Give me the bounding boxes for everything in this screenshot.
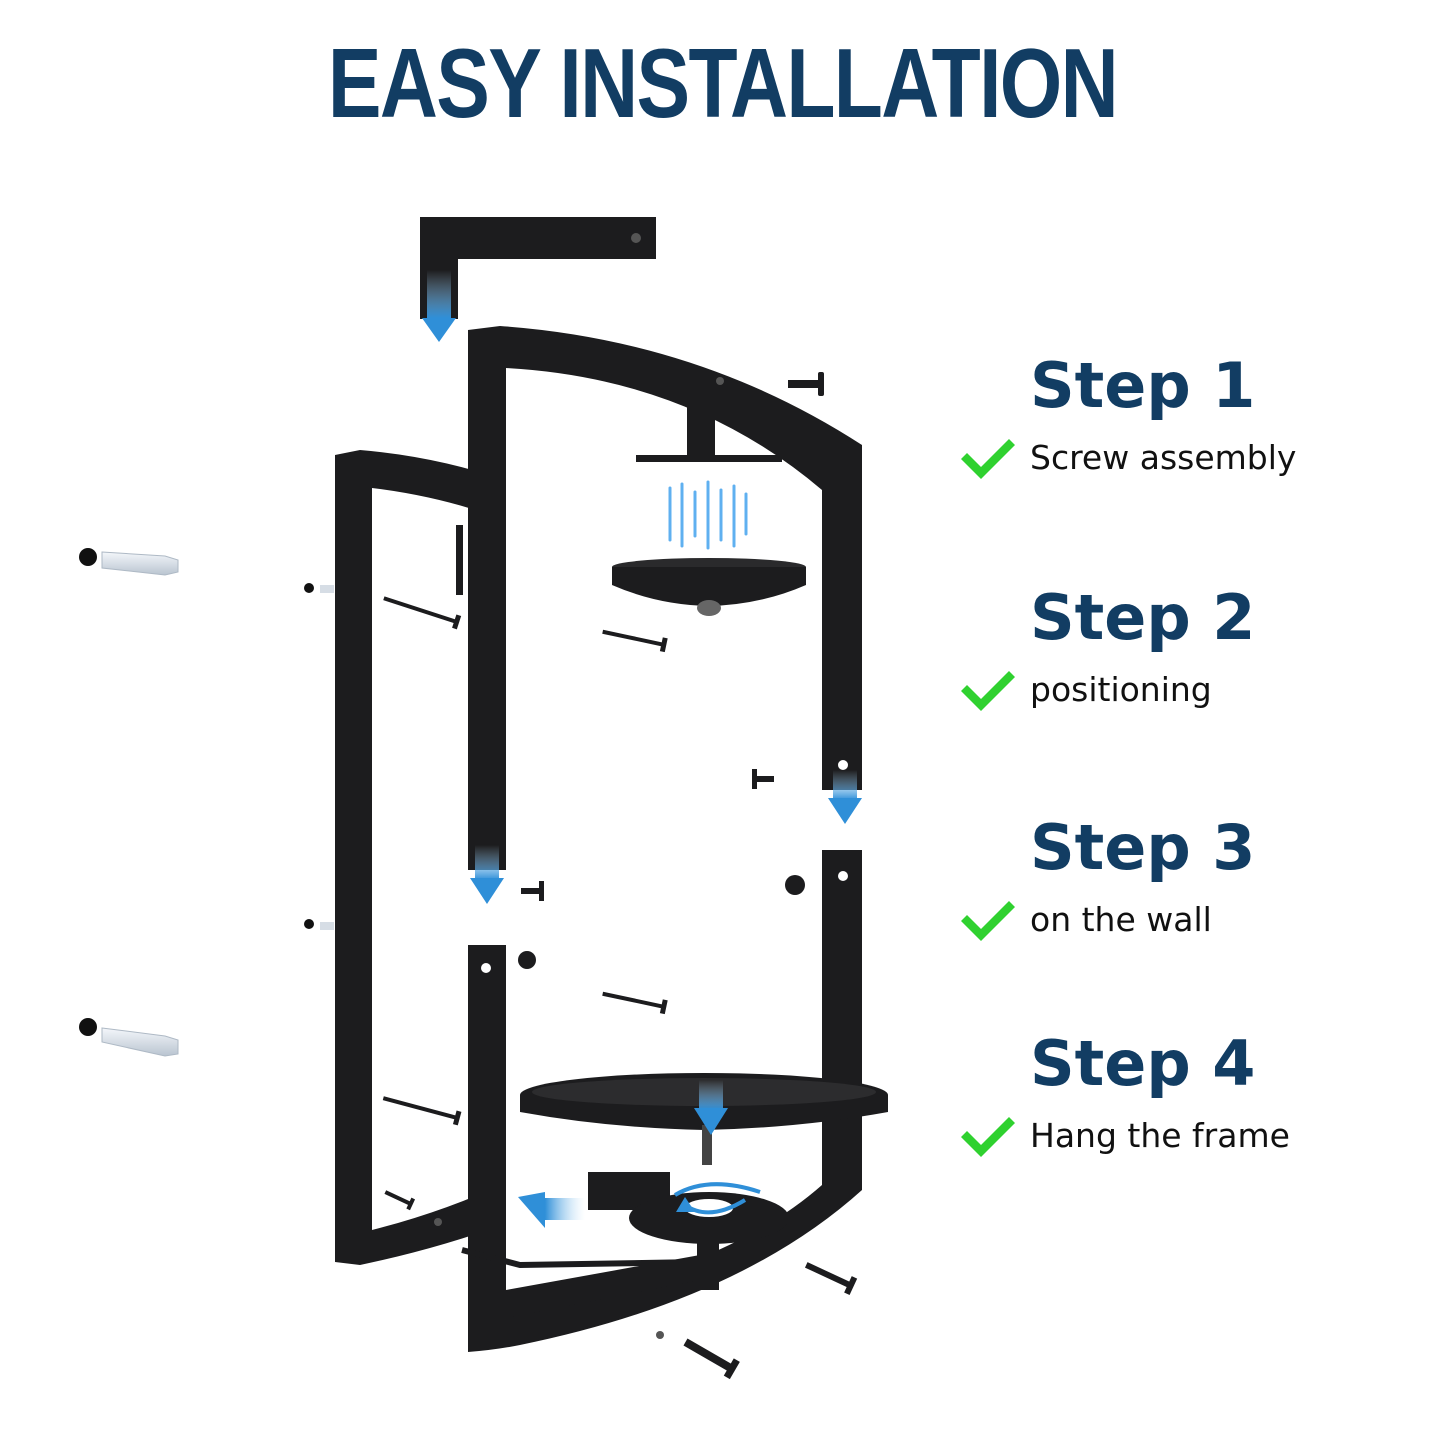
step-description: on the wall <box>1030 900 1212 939</box>
page-title: EASY INSTALLATION <box>327 28 1119 138</box>
step-title: Step 3 <box>1030 811 1256 884</box>
step-title: Step 2 <box>1030 581 1256 654</box>
step-description: Hang the frame <box>1030 1116 1290 1155</box>
arrow-down-2 <box>470 845 504 904</box>
step-description: positioning <box>1030 670 1212 709</box>
step-title: Step 1 <box>1030 349 1256 422</box>
arrow-down-4 <box>694 1080 728 1135</box>
checkmark-icon <box>961 901 1015 941</box>
wall-anchors <box>79 548 334 1057</box>
top-hanger <box>612 395 806 616</box>
step-title: Step 4 <box>1030 1027 1256 1100</box>
arrow-left <box>518 1192 585 1228</box>
base-mount <box>588 1172 789 1290</box>
motion-lines <box>668 480 748 550</box>
top-bracket <box>420 217 656 319</box>
checkmark-icon <box>961 1117 1015 1157</box>
arrow-down-1 <box>422 270 456 342</box>
checkmark-icon <box>961 439 1015 479</box>
screws <box>382 372 858 1380</box>
step-description: Screw assembly <box>1030 438 1297 477</box>
arrow-down-3 <box>828 770 862 824</box>
checkmark-icon <box>961 671 1015 711</box>
